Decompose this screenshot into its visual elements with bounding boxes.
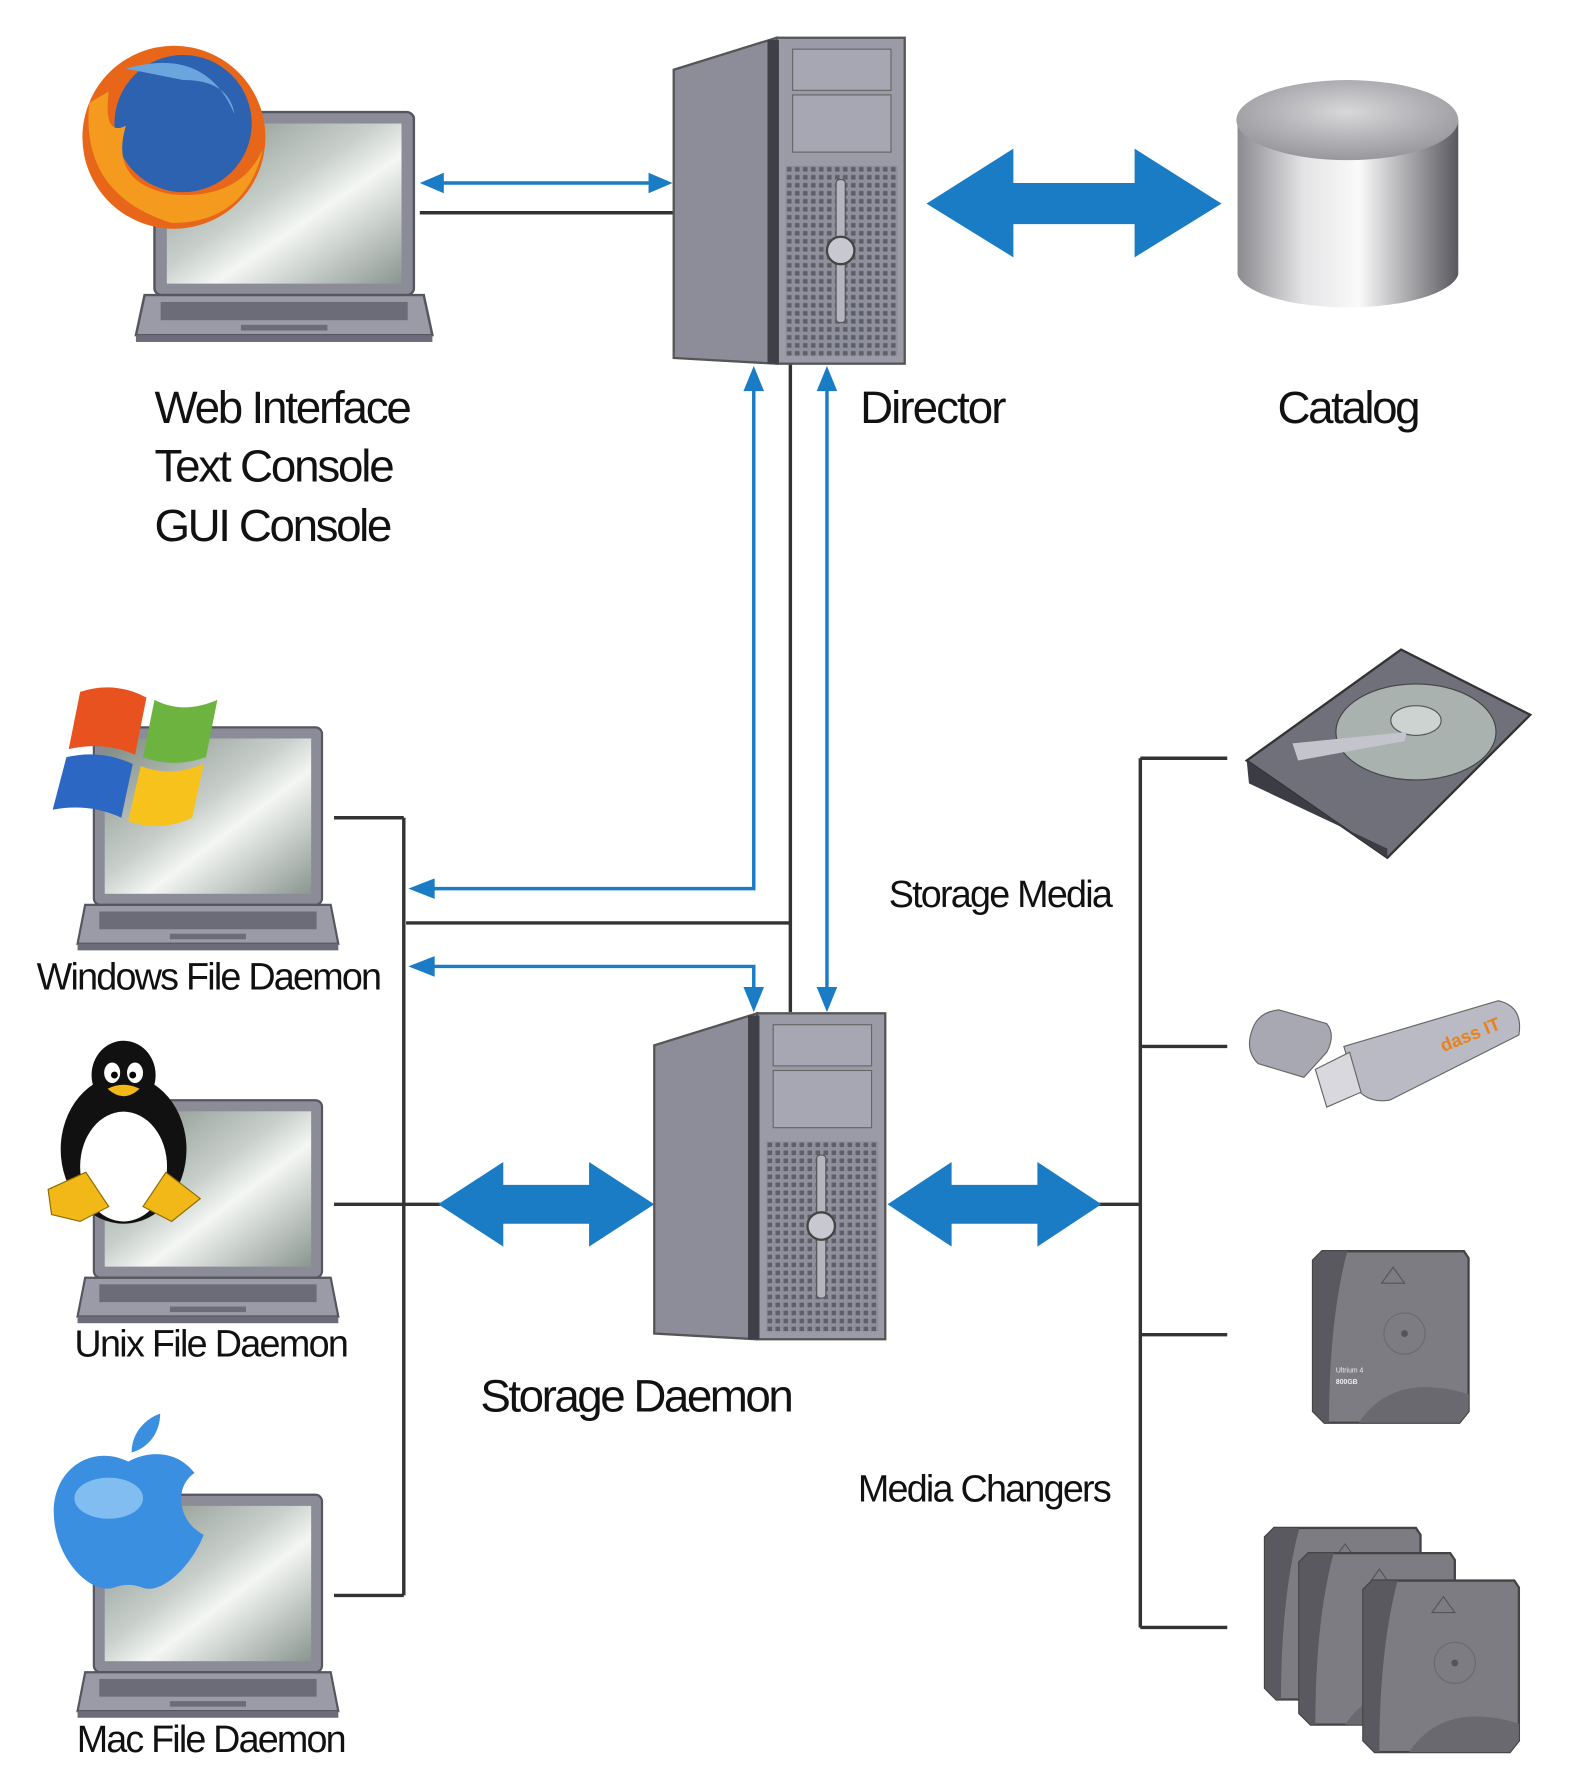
firefox-logo [82, 45, 266, 229]
fd-storage-arrow [438, 1161, 655, 1247]
tape-brand-text: Ultrium 4 [1336, 1367, 1364, 1374]
storage-daemon-server [653, 1012, 887, 1341]
tape-cartridges-icon [1263, 1526, 1521, 1754]
director-label: Director [860, 382, 1006, 433]
hard-disk-icon [1244, 648, 1533, 860]
media-changers-label: Media Changers [858, 1468, 1112, 1510]
web-interface-label: Web Interface [154, 382, 411, 433]
usb-stick-icon: dass IT [1248, 1000, 1521, 1108]
windows-laptop [52, 687, 340, 952]
connections [334, 172, 1228, 1630]
director-server [672, 36, 906, 365]
tux-logo [47, 1040, 202, 1224]
storage-daemon-label: Storage Daemon [480, 1370, 793, 1421]
storage-media-label: Storage Media [889, 873, 1113, 915]
director-catalog-arrow [926, 148, 1222, 258]
mac-laptop [53, 1413, 340, 1719]
catalog-label: Catalog [1278, 382, 1421, 433]
unix-fd-label: Unix File Daemon [74, 1322, 348, 1364]
web-console-laptop [82, 45, 434, 344]
storage-media-arrow [887, 1161, 1102, 1247]
windows-logo [52, 687, 218, 827]
gui-console-label: GUI Console [154, 500, 392, 551]
apple-logo [53, 1413, 204, 1589]
unix-laptop [47, 1040, 340, 1325]
windows-fd-label: Windows File Daemon [37, 955, 382, 997]
tape-capacity-text: 800GB [1336, 1379, 1358, 1386]
mac-fd-label: Mac File Daemon [77, 1718, 347, 1760]
tape-cartridge-icon: Ultrium 4 800GB [1311, 1250, 1470, 1424]
text-console-label: Text Console [154, 440, 394, 491]
catalog-database-icon [1236, 80, 1459, 308]
